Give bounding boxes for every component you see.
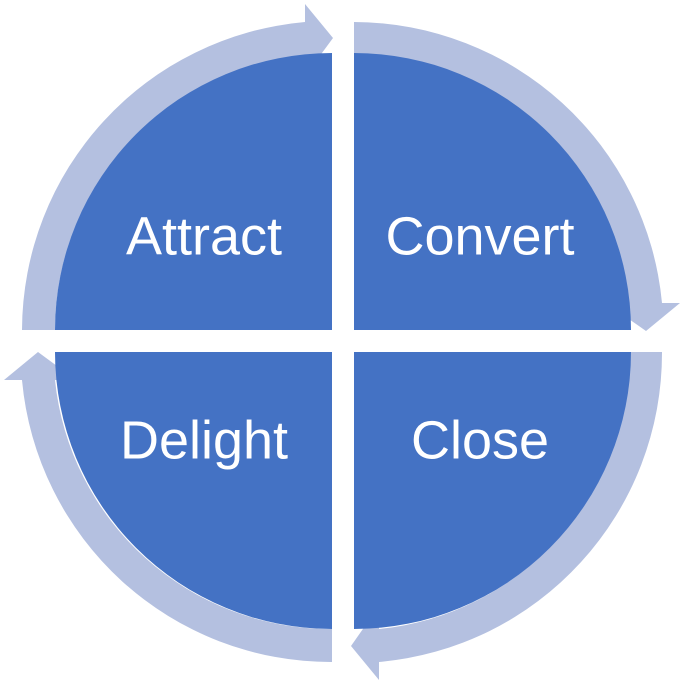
quadrant-delight	[55, 352, 332, 629]
quadrant-attract	[55, 53, 332, 330]
label-attract: Attract	[126, 206, 282, 266]
label-delight: Delight	[120, 410, 288, 470]
arrow-bottom-right	[351, 352, 663, 680]
label-close: Close	[411, 410, 549, 470]
arrow-top-left	[22, 4, 333, 330]
quadrant-close	[354, 352, 631, 629]
arrow-top-right	[354, 22, 680, 331]
quadrants	[55, 53, 631, 629]
label-convert: Convert	[385, 206, 574, 266]
arrow-ring	[4, 4, 680, 680]
arrow-bottom-left	[4, 352, 332, 663]
quadrant-convert	[354, 53, 631, 330]
